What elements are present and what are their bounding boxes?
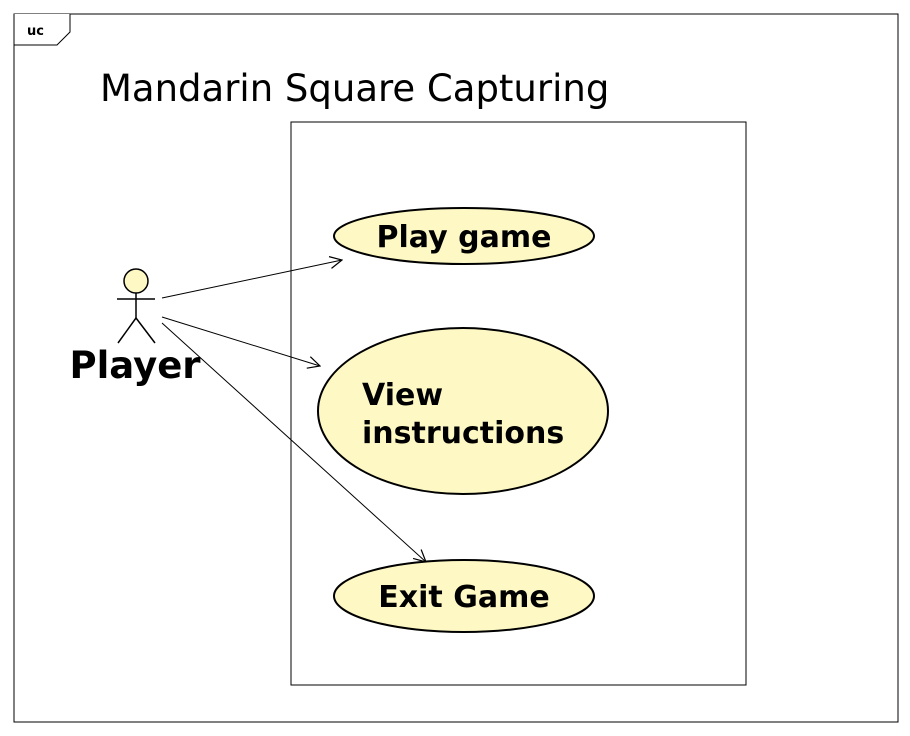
use-case-ellipse [333, 207, 595, 265]
actor-leg-right [135, 317, 156, 344]
use-case-label: Exit Game [378, 580, 549, 615]
use-case-ellipse [317, 327, 609, 495]
frame-tag: uc [27, 24, 44, 39]
actor-player[interactable]: Player [69, 268, 201, 387]
use-case-exit-game[interactable]: Exit Game [333, 559, 595, 633]
actor-head [123, 268, 149, 294]
actor-leg-left [117, 317, 137, 344]
actor-label: Player [69, 344, 201, 387]
use-case-label-line1: View [362, 378, 443, 413]
diagram-title: Mandarin Square Capturing [100, 67, 609, 110]
use-case-label-line2: instructions [362, 416, 564, 451]
use-case-label: Play game [377, 220, 552, 255]
association-view-instructions[interactable] [161, 316, 320, 366]
use-case-view-instructions[interactable]: View instructions [317, 327, 609, 495]
use-case-ellipse [333, 559, 595, 633]
association-exit-game[interactable] [161, 322, 426, 562]
use-case-play-game[interactable]: Play game [333, 207, 595, 265]
association-play-game[interactable] [161, 260, 342, 299]
frame-tag-box [13, 14, 71, 46]
